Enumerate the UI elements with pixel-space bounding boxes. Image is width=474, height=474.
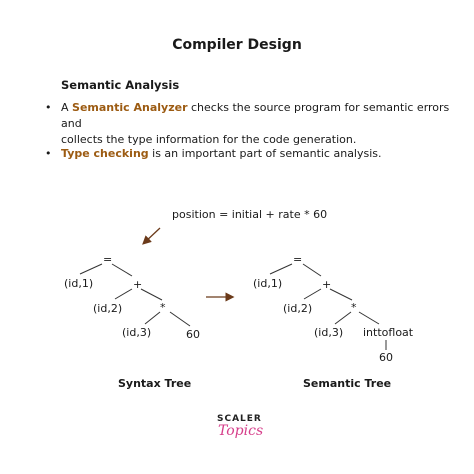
- syntax-node-id1: (id,1): [64, 277, 94, 290]
- bullet-item: • Type checking is an important part of …: [45, 146, 461, 162]
- syntax-node-mult: *: [160, 301, 166, 314]
- bullet-highlight: Type checking: [61, 147, 149, 160]
- section-title: Semantic Analysis: [61, 78, 180, 92]
- semantic-node-assign: =: [293, 253, 303, 266]
- semantic-node-inttofloat: inttofloat: [363, 326, 414, 339]
- expression-text: position = initial + rate * 60: [172, 208, 328, 221]
- expression-arrow: [142, 227, 161, 245]
- semantic-node-60: 60: [379, 351, 393, 364]
- bullet-text: is an important part of semantic analysi…: [148, 147, 382, 160]
- semantic-node-id3: (id,3): [314, 326, 344, 339]
- logo-scaler-text: SCALER: [217, 414, 262, 424]
- syntax-node-id2: (id,2): [93, 302, 123, 315]
- bullet-text-continued: collects the type information for the co…: [61, 133, 357, 146]
- syntax-node-plus: +: [133, 278, 143, 291]
- page-title: Compiler Design: [172, 37, 302, 53]
- bullet-dot-icon: •: [45, 101, 52, 114]
- syntax-tree-caption: Syntax Tree: [118, 377, 192, 390]
- semantic-node-id1: (id,1): [253, 277, 283, 290]
- bullet-prefix: A: [61, 101, 73, 114]
- semantic-node-id2: (id,2): [283, 302, 313, 315]
- syntax-node-id3: (id,3): [122, 326, 152, 339]
- semantic-node-plus: +: [322, 278, 332, 291]
- bullet-text: checks the source program for semantic e…: [61, 101, 450, 130]
- bullet-highlight: Semantic Analyzer: [72, 101, 188, 114]
- bullet-dot-icon: •: [45, 147, 52, 160]
- semantic-tree-caption: Semantic Tree: [303, 377, 392, 390]
- bullet-item: • A Semantic Analyzer checks the source …: [45, 100, 461, 148]
- logo-topics-text: Topics: [218, 423, 264, 439]
- syntax-node-60: 60: [186, 328, 200, 341]
- semantic-node-mult: *: [351, 301, 357, 314]
- syntax-node-assign: =: [103, 253, 113, 266]
- semantic-tree-edges: [269, 263, 387, 350]
- syntax-tree-edges: [79, 263, 191, 327]
